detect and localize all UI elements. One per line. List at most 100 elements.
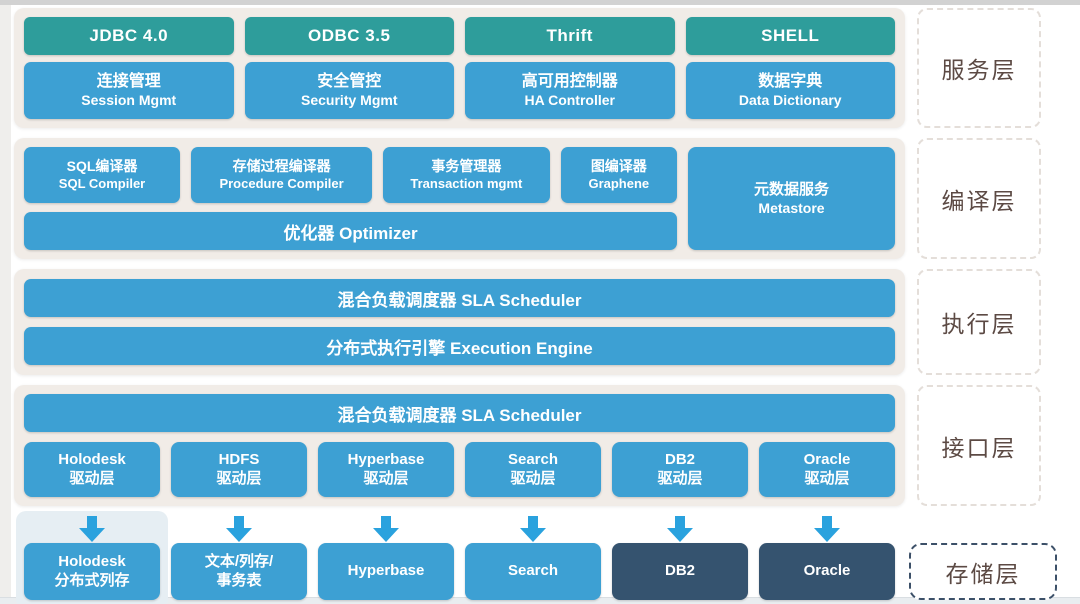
compile-layer-row: SQL编译器 SQL Compiler 存储过程编译器 Procedure Co… [14, 138, 1066, 259]
module-en-label: Session Mgmt [81, 91, 177, 108]
down-arrow-icon [667, 516, 693, 542]
module-en-label: Security Mgmt [301, 91, 398, 108]
transaction-mgmt-box: 事务管理器 Transaction mgmt [383, 147, 550, 203]
compiler-cn-label: 存储过程编译器 [232, 158, 331, 175]
execution-layer-row: 混合负载调度器 SLA Scheduler 分布式执行引擎 Execution … [14, 269, 1066, 375]
sql-compiler-box: SQL编译器 SQL Compiler [24, 147, 181, 203]
down-arrow-icon [520, 516, 546, 542]
storage-box-hyperbase: Hyperbase [318, 543, 454, 600]
layer-label-interface: 接口层 [917, 385, 1041, 506]
metastore-cn-label: 元数据服务 [753, 180, 829, 198]
driver-cn-label: 驱动层 [216, 469, 262, 487]
storage-line1: Oracle [803, 562, 851, 580]
layer-label-storage: 存储层 [909, 543, 1057, 600]
module-cn-label: 安全管控 [317, 72, 382, 90]
procedure-compiler-box: 存储过程编译器 Procedure Compiler [191, 147, 373, 203]
diagram-content: JDBC 4.0 ODBC 3.5 Thrift SHELL 连接管理 Sess… [14, 8, 1066, 604]
execution-engine-bar: 分布式执行引擎 Execution Engine [24, 327, 895, 365]
driver-box-row: Holodesk 驱动层 HDFS 驱动层 Hyperbase 驱动层 Sear… [24, 442, 895, 497]
compiler-en-label: SQL Compiler [58, 175, 146, 191]
driver-cn-label: 驱动层 [363, 469, 409, 487]
driver-cn-label: 驱动层 [510, 469, 556, 487]
driver-name-label: Holodesk [58, 450, 126, 468]
graphene-compiler-box: 图编译器 Graphene [560, 147, 677, 203]
storage-column-db2: DB2 [612, 516, 748, 600]
driver-cn-label: 驱动层 [657, 469, 703, 487]
driver-box-oracle: Oracle 驱动层 [759, 442, 895, 497]
interface-sla-scheduler-bar: 混合负载调度器 SLA Scheduler [24, 394, 895, 432]
driver-cn-label: 驱动层 [69, 469, 115, 487]
top-edge-strip [0, 0, 1080, 5]
module-cn-label: 高可用控制器 [521, 72, 618, 90]
metastore-box: 元数据服务 Metastore [688, 147, 895, 250]
layer-label-service: 服务层 [917, 8, 1041, 128]
storage-line1: 文本/列存/ [204, 552, 274, 570]
compile-layer-flex: SQL编译器 SQL Compiler 存储过程编译器 Procedure Co… [24, 147, 895, 250]
down-arrow-icon [226, 516, 252, 542]
storage-box-text-tables: 文本/列存/ 事务表 [171, 543, 307, 600]
storage-column-text-tables: 文本/列存/ 事务表 [171, 516, 307, 600]
driver-cn-label: 驱动层 [804, 469, 850, 487]
interface-layer-section: 混合负载调度器 SLA Scheduler Holodesk 驱动层 HDFS … [14, 385, 905, 506]
optimizer-bar: 优化器 Optimizer [24, 212, 677, 250]
service-api-row: JDBC 4.0 ODBC 3.5 Thrift SHELL [24, 17, 895, 62]
down-arrow-icon [814, 516, 840, 542]
interface-layer-row: 混合负载调度器 SLA Scheduler Holodesk 驱动层 HDFS … [14, 385, 1066, 506]
compiler-cn-label: 事务管理器 [431, 158, 502, 175]
api-box-shell: SHELL [685, 17, 895, 55]
service-module-row: 连接管理 Session Mgmt 安全管控 Security Mgmt 高可用… [24, 62, 895, 119]
execution-layer-section: 混合负载调度器 SLA Scheduler 分布式执行引擎 Execution … [14, 269, 905, 375]
compile-layer-section: SQL编译器 SQL Compiler 存储过程编译器 Procedure Co… [14, 138, 905, 259]
metastore-en-label: Metastore [758, 200, 825, 217]
driver-name-label: Hyperbase [347, 450, 425, 468]
module-cn-label: 连接管理 [96, 72, 161, 90]
compile-left-area: SQL编译器 SQL Compiler 存储过程编译器 Procedure Co… [24, 147, 677, 250]
driver-box-search: Search 驱动层 [465, 442, 601, 497]
storage-area: Holodesk 分布式列存 文本/列存/ 事务表 Hyperbase [14, 511, 905, 604]
compiler-cn-label: SQL编译器 [66, 158, 138, 175]
storage-line2: 事务表 [216, 571, 262, 589]
module-en-label: HA Controller [524, 91, 615, 108]
storage-line1: Holodesk [58, 552, 126, 570]
api-box-odbc: ODBC 3.5 [244, 17, 454, 55]
storage-layer-row: Holodesk 分布式列存 文本/列存/ 事务表 Hyperbase [14, 511, 1066, 604]
service-layer-row: JDBC 4.0 ODBC 3.5 Thrift SHELL 连接管理 Sess… [14, 8, 1066, 128]
storage-box-oracle: Oracle [759, 543, 895, 600]
module-ha-controller: 高可用控制器 HA Controller [465, 62, 675, 119]
module-security-mgmt: 安全管控 Security Mgmt [244, 62, 454, 119]
api-box-jdbc: JDBC 4.0 [24, 17, 234, 55]
storage-column-oracle: Oracle [759, 516, 895, 600]
down-arrow-icon [79, 516, 105, 542]
left-edge-strip [0, 5, 11, 597]
layer-label-compile: 编译层 [917, 138, 1041, 259]
storage-box-holodesk: Holodesk 分布式列存 [24, 543, 160, 600]
storage-line1: Hyperbase [347, 562, 425, 580]
driver-name-label: Oracle [803, 450, 851, 468]
storage-line1: Search [507, 562, 559, 580]
driver-box-hdfs: HDFS 驱动层 [171, 442, 307, 497]
compiler-en-label: Transaction mgmt [410, 175, 523, 191]
storage-column-search: Search [465, 516, 601, 600]
storage-column-holodesk: Holodesk 分布式列存 [24, 516, 160, 600]
storage-column-hyperbase: Hyperbase [318, 516, 454, 600]
module-session-mgmt: 连接管理 Session Mgmt [24, 62, 234, 119]
driver-name-label: HDFS [218, 450, 260, 468]
sla-scheduler-bar: 混合负载调度器 SLA Scheduler [24, 279, 895, 317]
driver-box-hyperbase: Hyperbase 驱动层 [318, 442, 454, 497]
storage-box-search: Search [465, 543, 601, 600]
compiler-box-row: SQL编译器 SQL Compiler 存储过程编译器 Procedure Co… [24, 147, 677, 203]
service-layer-section: JDBC 4.0 ODBC 3.5 Thrift SHELL 连接管理 Sess… [14, 8, 905, 128]
driver-name-label: DB2 [664, 450, 695, 468]
layer-label-execution: 执行层 [917, 269, 1041, 375]
api-box-thrift: Thrift [465, 17, 675, 55]
compiler-cn-label: 图编译器 [590, 158, 647, 175]
compiler-en-label: Graphene [588, 175, 650, 191]
down-arrow-icon [373, 516, 399, 542]
storage-box-db2: DB2 [612, 543, 748, 600]
module-en-label: Data Dictionary [738, 91, 842, 108]
storage-line2: 分布式列存 [54, 571, 130, 589]
compiler-en-label: Procedure Compiler [219, 175, 344, 191]
driver-name-label: Search [507, 450, 559, 468]
driver-box-db2: DB2 驱动层 [612, 442, 748, 497]
